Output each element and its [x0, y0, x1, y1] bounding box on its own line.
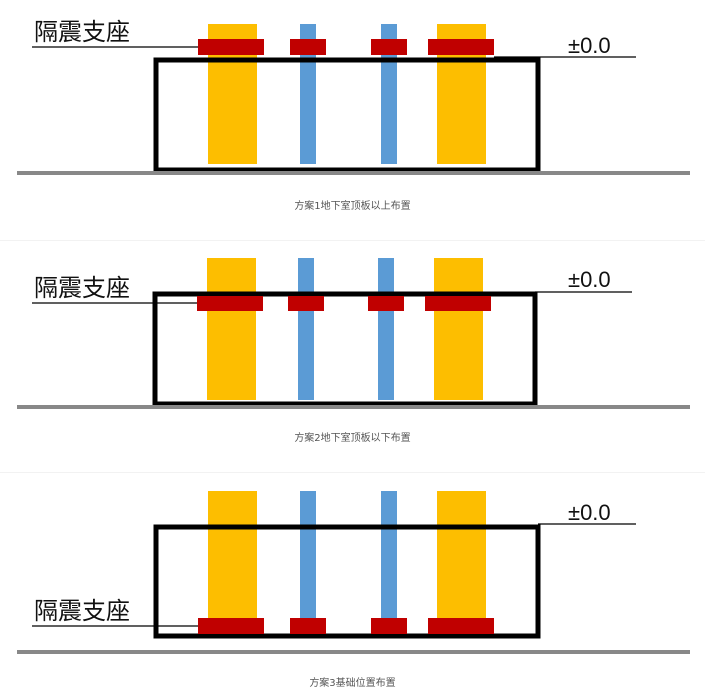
wide-column: [434, 258, 483, 400]
isolation-bearing: [198, 618, 264, 634]
isolation-bearing: [290, 39, 326, 55]
bearing-label: 隔震支座: [34, 597, 130, 625]
bearing-label: 隔震支座: [34, 18, 130, 46]
wide-column: [208, 491, 257, 621]
narrow-column: [381, 491, 397, 621]
bearing-label: 隔震支座: [34, 274, 130, 302]
scheme-3-caption: 方案3基础位置布置: [309, 678, 396, 689]
divider: [0, 472, 705, 473]
scheme-2-caption: 方案2地下室顶板以下布置: [294, 433, 411, 444]
scheme-1-caption: 方案1地下室顶板以上布置: [294, 201, 411, 212]
basement-box: [153, 524, 541, 639]
isolation-bearing: [371, 39, 407, 55]
wide-column: [437, 491, 486, 621]
level-label: ±0.0: [568, 267, 611, 292]
scheme-2-panel: 隔震支座 ±0.0 方案2地下室顶板以下布置: [17, 258, 690, 444]
ground-line: [17, 650, 690, 654]
ground-line: [17, 405, 690, 409]
isolation-bearing: [428, 618, 494, 634]
narrow-column: [300, 491, 316, 621]
isolation-bearing: [425, 296, 491, 311]
level-label: ±0.0: [568, 33, 611, 58]
isolation-bearing: [197, 296, 263, 311]
isolation-bearing: [288, 296, 324, 311]
basement-box: [153, 57, 541, 173]
isolation-bearing: [290, 618, 326, 634]
scheme-1-diagram: 隔震支座 ±0.0: [17, 18, 690, 175]
ground-line: [17, 171, 690, 175]
level-label: ±0.0: [568, 500, 611, 525]
scheme-2-diagram: 隔震支座 ±0.0: [17, 258, 690, 409]
isolation-bearing: [371, 618, 407, 634]
wide-column: [207, 258, 256, 400]
divider: [0, 240, 705, 241]
isolation-bearing: [198, 39, 264, 55]
isolation-bearing: [368, 296, 404, 311]
basement-box: [152, 291, 538, 407]
scheme-1-panel: 隔震支座 ±0.0 方案1地下室顶板以上布置: [0, 0, 705, 235]
isolation-bearing: [428, 39, 494, 55]
